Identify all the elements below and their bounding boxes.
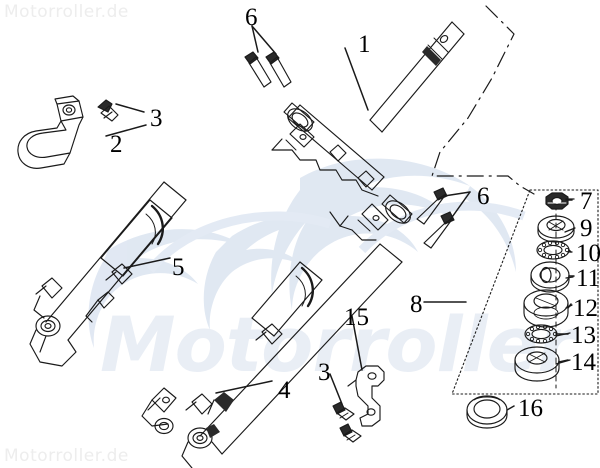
part-upper-ball-bearing: [536, 240, 570, 260]
callout-label-15[interactable]: 15: [344, 304, 369, 331]
part-fork-leg-left: [29, 181, 187, 367]
callout-label-9[interactable]: 9: [580, 215, 593, 242]
part-upper-outer-race: [530, 261, 570, 293]
callout-label-6-lower[interactable]: 6: [477, 183, 490, 210]
swoosh-logo-icon: [88, 158, 516, 348]
callout-label-10[interactable]: 10: [576, 240, 600, 267]
part-dust-seal: [466, 395, 508, 429]
callout-label-4[interactable]: 4: [278, 377, 291, 404]
swoosh-arc-icon: [146, 201, 526, 273]
part-steering-head-nut: [545, 192, 569, 210]
part-bracket-bolt-1: [332, 401, 355, 421]
part-triple-clamp: [271, 102, 413, 241]
watermark-bottom-left: Motorroller.de: [4, 446, 129, 466]
callout-label-8[interactable]: 8: [410, 291, 423, 318]
callout-leaders-thin: [555, 198, 576, 365]
callout-label-12[interactable]: 12: [573, 295, 598, 322]
callout-label-5[interactable]: 5: [172, 254, 185, 281]
part-clamp-bolt-upper: [97, 99, 119, 122]
part-bracket-bolt-2: [339, 423, 362, 443]
callout-label-7[interactable]: 7: [580, 188, 593, 215]
callout-label-1[interactable]: 1: [358, 31, 371, 58]
callout-label-2[interactable]: 2: [110, 131, 123, 158]
watermark-top-left: Motorroller.de: [4, 2, 129, 22]
part-cable-guide-clamp: [17, 95, 84, 169]
part-pinch-bolt-upper-1: [244, 51, 272, 88]
part-brake-hose-bracket: [347, 365, 385, 427]
callout-label-3-bracket[interactable]: 3: [318, 359, 331, 386]
callout-label-6-upper[interactable]: 6: [245, 4, 258, 31]
watermark-center: Motorroller: [100, 300, 575, 389]
callout-label-16[interactable]: 16: [518, 395, 543, 422]
callout-label-11[interactable]: 11: [576, 265, 600, 292]
callout-label-13[interactable]: 13: [571, 322, 596, 349]
part-fork-leg-right: [141, 243, 403, 468]
callout-label-3[interactable]: 3: [150, 105, 163, 132]
part-upper-cone-race: [537, 215, 575, 243]
part-steering-stem: [369, 21, 465, 133]
part-lower-outer-race: [523, 289, 569, 328]
callout-label-14[interactable]: 14: [571, 349, 596, 376]
detail-box-leader-line: [431, 5, 535, 195]
part-pinch-bolt-upper-2: [265, 51, 292, 88]
callout-leaders: [105, 25, 575, 411]
part-lower-cone-race: [514, 346, 560, 382]
part-lower-ball-bearing: [524, 324, 558, 344]
